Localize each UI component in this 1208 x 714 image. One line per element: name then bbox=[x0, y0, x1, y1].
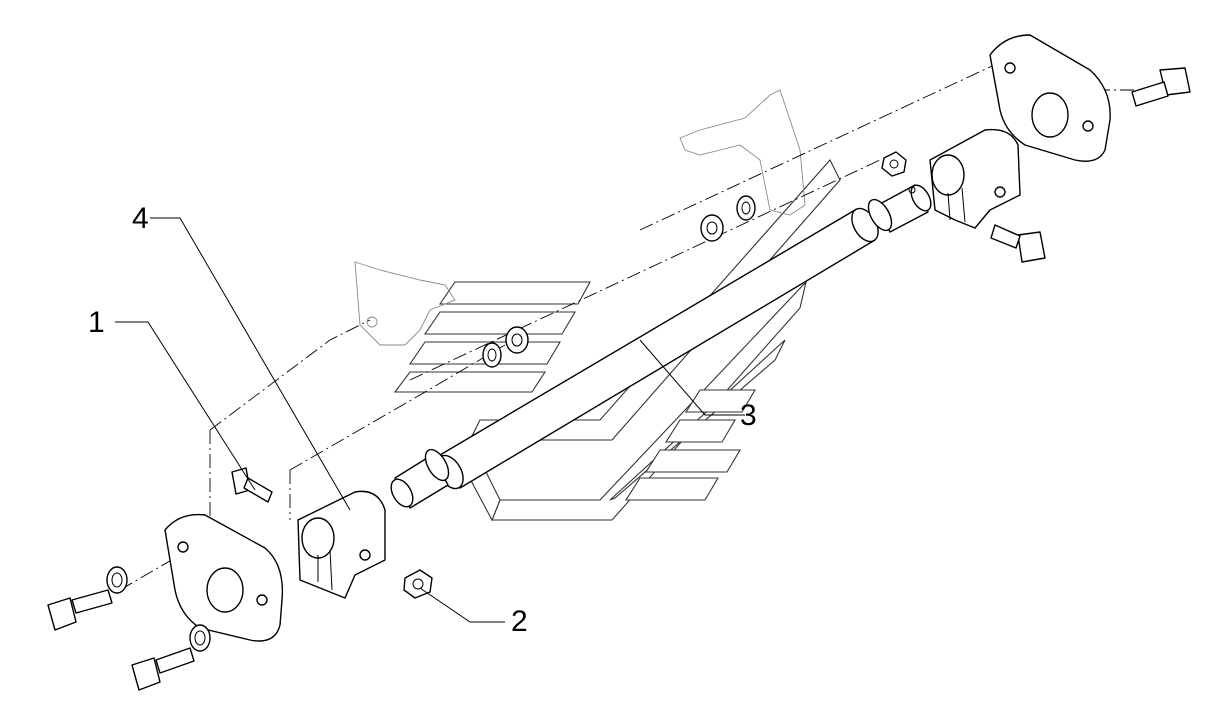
watermark-logo bbox=[393, 159, 841, 522]
nut-mid-left bbox=[482, 326, 529, 368]
leader-4 bbox=[150, 217, 351, 511]
frame-bracket-front bbox=[354, 261, 456, 346]
bolt-rear-bottom bbox=[990, 224, 1046, 263]
bolt-front-lower bbox=[131, 647, 195, 691]
rear-flange-plate bbox=[989, 34, 1111, 162]
callout-1: 1 bbox=[88, 306, 105, 339]
leader-2 bbox=[419, 587, 505, 623]
callout-3: 3 bbox=[740, 399, 757, 432]
washer-front-upper bbox=[106, 566, 128, 594]
frame-bracket-rear bbox=[679, 89, 806, 216]
bolt-front-upper bbox=[47, 589, 113, 631]
alignment-lines bbox=[119, 59, 1140, 591]
callout-2: 2 bbox=[511, 605, 528, 638]
rear-bearing-housing bbox=[929, 128, 1021, 229]
nut-mid-right bbox=[700, 195, 756, 242]
leader-lines bbox=[115, 217, 745, 623]
shaft bbox=[390, 184, 932, 509]
front-bearing-housing bbox=[297, 490, 386, 599]
front-flange-plate bbox=[164, 513, 284, 642]
nut-rear bbox=[881, 151, 907, 177]
leader-1 bbox=[115, 321, 256, 491]
leader-3 bbox=[639, 339, 745, 416]
callout-4: 4 bbox=[132, 202, 149, 235]
washer-front-lower bbox=[189, 624, 211, 652]
bolt-rear-top bbox=[1131, 67, 1191, 107]
